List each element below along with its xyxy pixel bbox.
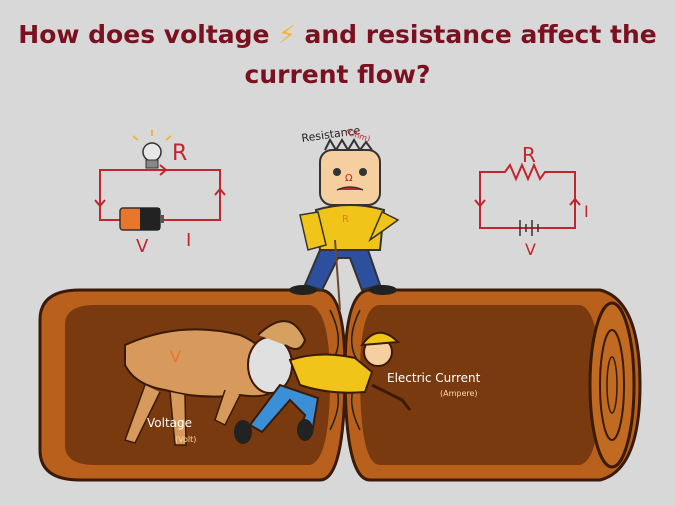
right-voltage-label: V [525, 240, 536, 259]
page-title-line-2: current flow? [244, 60, 431, 89]
battery-icon [119, 207, 164, 231]
electric-current-character [234, 331, 412, 444]
lightning-bolt-icon: ⚡ [278, 20, 296, 49]
resistance-character [289, 137, 400, 311]
right-battery-icon [519, 220, 539, 236]
current-label: Electric Current [387, 371, 481, 385]
right-current-label: I [584, 202, 589, 221]
voltage-label: Voltage [147, 416, 192, 430]
page-title-line-1: How does voltage ⚡ and resistance affect… [18, 20, 657, 49]
right-circuit [474, 162, 581, 229]
right-resistor-label: R [522, 143, 536, 167]
left-resistor-label: R [172, 141, 187, 166]
voltage-goat [124, 320, 307, 446]
current-unit: (Ampere) [440, 389, 478, 398]
light-bulb-icon [132, 130, 172, 169]
right-pipe [343, 288, 642, 482]
resistance-shirt-letter: R [342, 214, 349, 225]
left-circuit [94, 164, 226, 221]
left-voltage-label: V [136, 236, 149, 257]
voltage-unit: (Volt) [175, 435, 196, 444]
left-current-label: I [186, 230, 191, 251]
resistance-unit: (Ohm) [344, 127, 371, 143]
voltage-body-letter: V [170, 347, 181, 366]
ohm-symbol-icon: Ω [345, 173, 353, 184]
